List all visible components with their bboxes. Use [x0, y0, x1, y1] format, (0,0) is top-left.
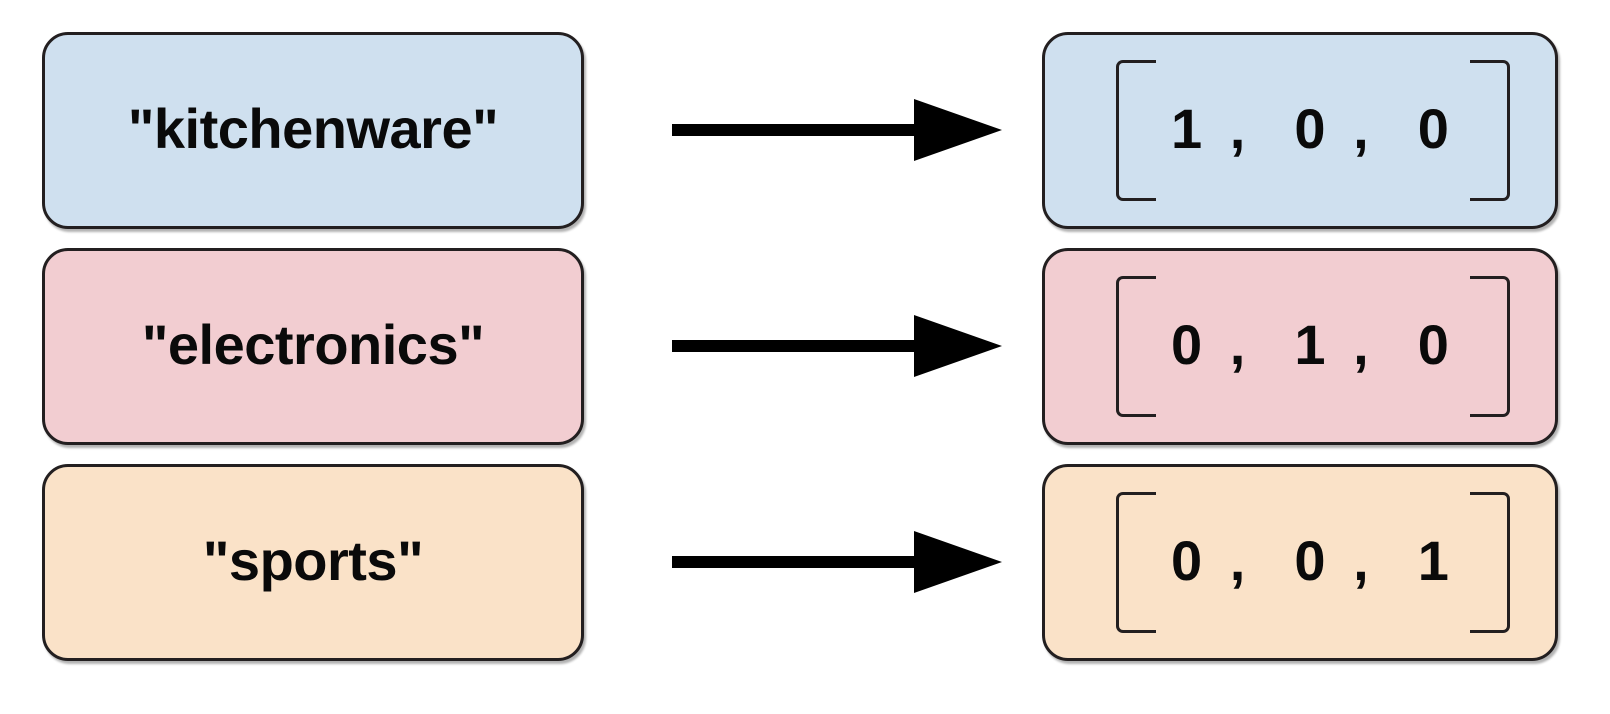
mapping-arrow-right-icon-1: [672, 90, 1002, 170]
right-square-bracket-icon: [1470, 60, 1510, 201]
onehot-vector-box-2[interactable]: 0 , 1 , 0: [1042, 248, 1558, 445]
onehot-vector-box-3[interactable]: 0 , 0 , 1: [1042, 464, 1558, 661]
mapping-arrow-right-icon-2: [672, 306, 1002, 386]
right-square-bracket-icon: [1470, 492, 1510, 633]
vector-bracket-group: 0 , 1 , 0: [1116, 276, 1510, 417]
category-label-box-2[interactable]: "electronics": [42, 248, 584, 445]
category-label-text: "kitchenware": [127, 96, 499, 160]
category-label-text: "electronics": [141, 312, 485, 376]
onehot-vector-text: 0 , 1 , 0: [1171, 312, 1455, 376]
onehot-vector-box-1[interactable]: 1 , 0 , 0: [1042, 32, 1558, 229]
category-label-text: "sports": [202, 528, 424, 592]
onehot-vector-text: 0 , 0 , 1: [1171, 528, 1455, 592]
category-label-box-1[interactable]: "kitchenware": [42, 32, 584, 229]
vector-bracket-group: 1 , 0 , 0: [1116, 60, 1510, 201]
onehot-vector-text: 1 , 0 , 0: [1171, 96, 1455, 160]
vector-bracket-group: 0 , 0 , 1: [1116, 492, 1510, 633]
right-square-bracket-icon: [1470, 276, 1510, 417]
left-square-bracket-icon: [1116, 276, 1156, 417]
mapping-arrow-right-icon-3: [672, 522, 1002, 602]
left-square-bracket-icon: [1116, 492, 1156, 633]
left-square-bracket-icon: [1116, 60, 1156, 201]
category-label-box-3[interactable]: "sports": [42, 464, 584, 661]
